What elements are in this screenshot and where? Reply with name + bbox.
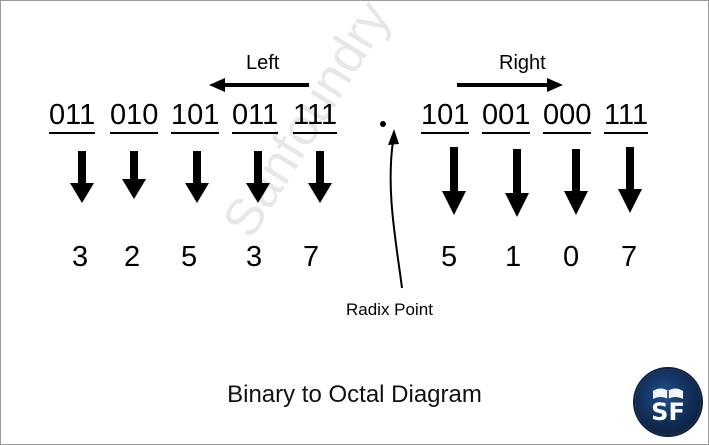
right-binary-group-3: 000	[543, 100, 592, 134]
octal-digit-4: 3	[246, 241, 263, 273]
book-icon	[653, 388, 683, 399]
left-binary-group-5: 111	[293, 100, 338, 134]
octal-digit-3: 5	[181, 241, 198, 273]
down-arrow-8	[564, 149, 588, 215]
right-binary-group-2: 001	[482, 100, 531, 134]
octal-digit-2: 2	[124, 241, 141, 273]
down-arrow-2	[122, 151, 146, 199]
right-label: Right	[499, 52, 546, 74]
sanfoundry-logo: SF	[635, 369, 701, 435]
octal-digit-5: 7	[303, 241, 320, 273]
down-arrow-4	[246, 151, 270, 203]
right-binary-group-4: 111	[604, 100, 649, 134]
octal-digit-6: 5	[441, 241, 458, 273]
left-direction-arrow	[209, 78, 309, 92]
down-arrow-6	[442, 147, 466, 215]
left-binary-group-1: 011	[49, 100, 96, 134]
down-arrow-7	[505, 149, 529, 217]
left-binary-group-2: 010	[110, 100, 159, 134]
diagram-caption: Binary to Octal Diagram	[227, 381, 482, 408]
left-binary-group-3: 101	[171, 100, 220, 134]
down-arrow-9	[618, 147, 642, 213]
right-direction-arrow	[457, 78, 563, 92]
radix-point-dot	[380, 121, 386, 127]
down-arrow-5	[308, 151, 332, 203]
logo-text: SF	[651, 398, 685, 426]
radix-point-label: Radix Point	[346, 300, 433, 319]
octal-digit-9: 7	[621, 241, 638, 273]
octal-digit-7: 1	[505, 241, 522, 273]
down-arrow-3	[185, 151, 209, 203]
left-binary-group-4: 011	[232, 100, 279, 134]
left-label: Left	[246, 52, 280, 74]
octal-digit-8: 0	[563, 241, 580, 273]
radix-pointer-arrow	[388, 129, 403, 289]
right-binary-group-1: 101	[421, 100, 470, 134]
down-arrow-1	[70, 151, 94, 203]
octal-digit-1: 3	[72, 241, 89, 273]
